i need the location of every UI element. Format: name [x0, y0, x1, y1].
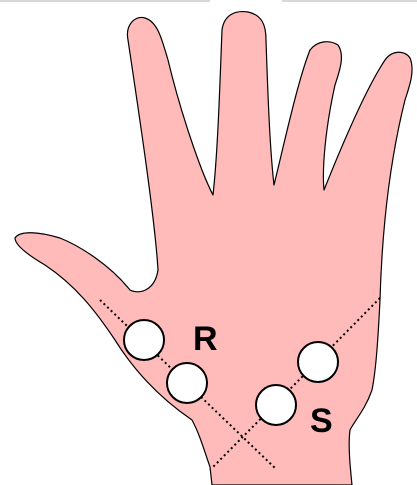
- marker-r-upper: [124, 320, 164, 360]
- label-s: S: [310, 402, 333, 440]
- label-r: R: [193, 320, 218, 358]
- marker-s-lower: [256, 385, 296, 425]
- marker-s-upper: [298, 342, 338, 382]
- marker-r-lower: [167, 363, 207, 403]
- hand-outline: [15, 12, 412, 485]
